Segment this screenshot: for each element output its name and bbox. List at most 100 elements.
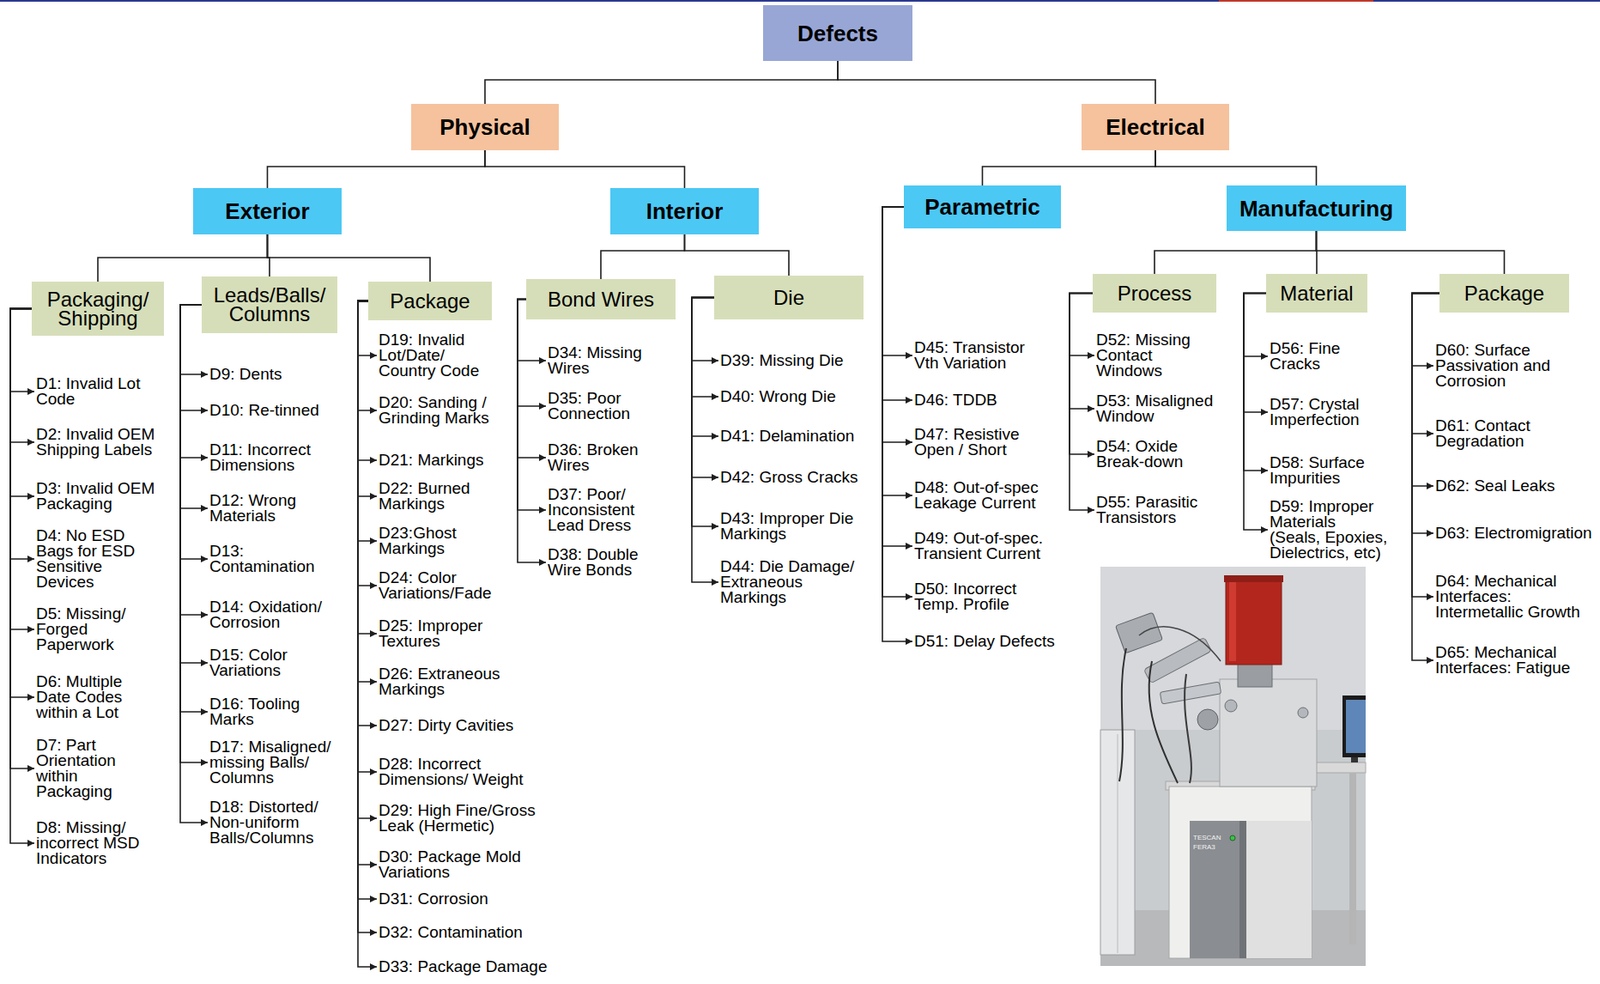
node-text: D12: Wrong Materials xyxy=(209,492,318,524)
defect-item: D8: Missing/ incorrect MSD Indicators xyxy=(36,819,150,867)
heading-box: Exterior xyxy=(193,187,342,235)
defect-item: D15: Color Variations xyxy=(209,647,318,679)
node-text: D31: Corrosion xyxy=(378,890,525,907)
cabinet-seam xyxy=(1117,733,1119,953)
node-text: Electrical xyxy=(1105,115,1206,140)
defect-item: D34: Missing Wires xyxy=(547,345,653,376)
defect-item: D55: Parasitic Transistors xyxy=(1096,494,1208,526)
chamber-port xyxy=(1224,699,1237,712)
arrow-connector xyxy=(1243,293,1268,413)
heading-box: Manufacturing xyxy=(1226,185,1407,231)
defect-item: D33: Package Damage xyxy=(378,958,559,975)
arrow-connector xyxy=(10,309,35,770)
top-rule xyxy=(0,0,1600,2)
defect-item: D28: Incorrect Dimensions/ Weight xyxy=(378,756,530,788)
defect-item: D48: Out-of-spec Leakage Current xyxy=(914,479,1049,511)
defect-item: D65: Mechanical Interfaces: Fatigue xyxy=(1435,644,1587,676)
arrow-connector xyxy=(357,301,377,968)
monitor xyxy=(1342,695,1366,758)
node-text: D15: Color Variations xyxy=(209,647,318,679)
category-box: Package xyxy=(1439,273,1570,313)
node-text: D63: Electromigration xyxy=(1435,525,1595,541)
arrow-connector xyxy=(882,206,913,642)
defect-item: D25: Improper Textures xyxy=(378,618,494,649)
defect-item: D36: Broken Wires xyxy=(547,442,653,473)
node-text: D49: Out-of-spec. Transient Current xyxy=(914,530,1052,562)
defect-item: D17: Misaligned/ missing Balls/ Columns xyxy=(209,739,340,786)
tree-connector xyxy=(1154,230,1317,274)
defect-item: D52: Missing Contact Windows xyxy=(1096,332,1200,379)
arrow-connector xyxy=(1412,293,1440,487)
node-text: Interior xyxy=(646,199,724,224)
defect-item: D41: Delamination xyxy=(720,428,879,444)
arrow-connector xyxy=(357,301,377,587)
arrow-connector xyxy=(180,304,208,615)
node-text: D42: Gross Cracks xyxy=(720,469,879,485)
node-text: D26: Extraneous Markings xyxy=(378,666,510,697)
power-led xyxy=(1230,835,1236,841)
front-panel xyxy=(1189,820,1240,958)
node-text: D41: Delamination xyxy=(720,428,879,444)
node-text: D24: Color Variations/Fade xyxy=(378,569,501,601)
defect-item: D19: Invalid Lot/Date/ Country Code xyxy=(378,332,487,379)
heading-box: Interior xyxy=(610,187,759,235)
defect-item: D39: Missing Die xyxy=(720,352,879,369)
defect-item: D21: Markings xyxy=(378,452,525,468)
tree-connector xyxy=(97,234,268,282)
detector xyxy=(1159,681,1221,704)
photo-wall xyxy=(1100,566,1366,966)
defect-item: D54: Oxide Break-down xyxy=(1096,438,1201,470)
side-panel xyxy=(1246,820,1312,958)
defect-item: D38: Double Wire Bonds xyxy=(547,546,653,578)
category-box: Material xyxy=(1266,273,1368,313)
defect-item: D60: Surface Passivation and Corrosion xyxy=(1435,342,1558,389)
defect-item: D6: Multiple Date Codes within a Lot xyxy=(36,673,131,721)
node-text: Leads/Balls/ Columns xyxy=(207,285,332,324)
arrow-connector xyxy=(882,206,913,597)
arrow-connector xyxy=(10,309,35,631)
arrow-connector xyxy=(357,301,377,934)
defect-item: D16: Tooling Marks xyxy=(209,696,318,728)
defect-item: D56: Fine Cracks xyxy=(1269,340,1376,372)
defect-item: D49: Out-of-spec. Transient Current xyxy=(914,530,1052,562)
arrow-connector xyxy=(1243,293,1268,358)
node-text: D39: Missing Die xyxy=(720,352,879,369)
node-text: D40: Wrong Die xyxy=(720,388,879,405)
node-text: D3: Invalid OEM Packaging xyxy=(36,480,165,512)
sem-photo xyxy=(1100,566,1366,966)
node-text: D23:Ghost Markings xyxy=(378,525,482,557)
node-text: D19: Invalid Lot/Date/ Country Code xyxy=(378,332,487,379)
node-text: D65: Mechanical Interfaces: Fatigue xyxy=(1435,644,1587,676)
defect-item: D30: Package Mold Variations xyxy=(378,848,532,880)
tree-connector xyxy=(267,150,486,188)
node-text: D61: Contact Degradation xyxy=(1435,418,1558,449)
tree-connector xyxy=(684,234,790,276)
node-text: Package xyxy=(389,291,470,311)
defect-item: D47: Resistive Open / Short xyxy=(914,426,1037,458)
cable xyxy=(1184,673,1192,783)
node-text: D18: Distorted/ Non-uniform Balls/Column… xyxy=(209,799,328,846)
column-highlight xyxy=(1229,581,1237,661)
node-text: D30: Package Mold Variations xyxy=(378,848,532,880)
arrow-connector xyxy=(180,304,208,763)
arrow-connector xyxy=(882,206,913,356)
node-text: D52: Missing Contact Windows xyxy=(1096,332,1200,379)
tree-connector xyxy=(267,234,431,282)
node-text: D37: Poor/ Inconsistent Lead Dress xyxy=(547,486,653,534)
base-cabinet xyxy=(1169,786,1312,958)
node-text: Bond Wires xyxy=(547,290,655,310)
defect-item: D22: Burned Markings xyxy=(378,480,482,512)
defect-item: D35: Poor Connection xyxy=(547,390,653,422)
node-text: D9: Dents xyxy=(209,366,347,382)
cable xyxy=(1119,648,1127,782)
arrow-connector xyxy=(882,206,913,496)
brand-label: FERA3 xyxy=(1193,842,1216,851)
node-text: D36: Broken Wires xyxy=(547,442,653,473)
defect-item: D62: Seal Leaks xyxy=(1435,478,1590,494)
defect-item: D5: Missing/ Forged Paperwork xyxy=(36,606,134,653)
arrow-connector xyxy=(357,301,377,900)
node-text: Die xyxy=(773,288,805,308)
node-text: D25: Improper Textures xyxy=(378,618,494,649)
desk-leg xyxy=(1349,772,1357,945)
chamber-port xyxy=(1297,707,1309,718)
